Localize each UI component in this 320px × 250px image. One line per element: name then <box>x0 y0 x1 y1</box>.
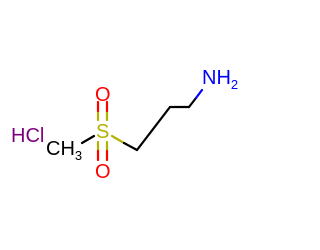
bond-carbon1-carbon2 <box>135 105 172 152</box>
sulfur-label: S <box>96 121 109 143</box>
amine-symbol: NH <box>202 67 231 89</box>
bonds <box>80 88 204 162</box>
amine-label: NH2 <box>202 67 238 92</box>
bond-carbon3-nitrogen-b <box>194 88 204 100</box>
oxygen-bottom-label: O <box>95 161 111 183</box>
oxygen-top-label: O <box>95 84 111 106</box>
methyl-subscript: 3 <box>75 148 82 163</box>
methyl-label: CH3 <box>46 138 82 163</box>
bond-methyl-sulfur <box>80 134 96 145</box>
molecule-diagram: NH2 S O O CH3 HCl <box>11 67 238 183</box>
bond-carbon3-nitrogen-a <box>187 96 198 109</box>
amine-subscript: 2 <box>231 77 238 92</box>
bond-sulfur-carbon1-b <box>122 141 139 152</box>
methyl-symbol: CH <box>46 138 75 160</box>
structure-canvas: NH2 S O O CH3 HCl <box>11 67 238 183</box>
hcl-salt-label: HCl <box>11 125 44 147</box>
bond-sulfur-carbon1-a <box>110 134 126 145</box>
